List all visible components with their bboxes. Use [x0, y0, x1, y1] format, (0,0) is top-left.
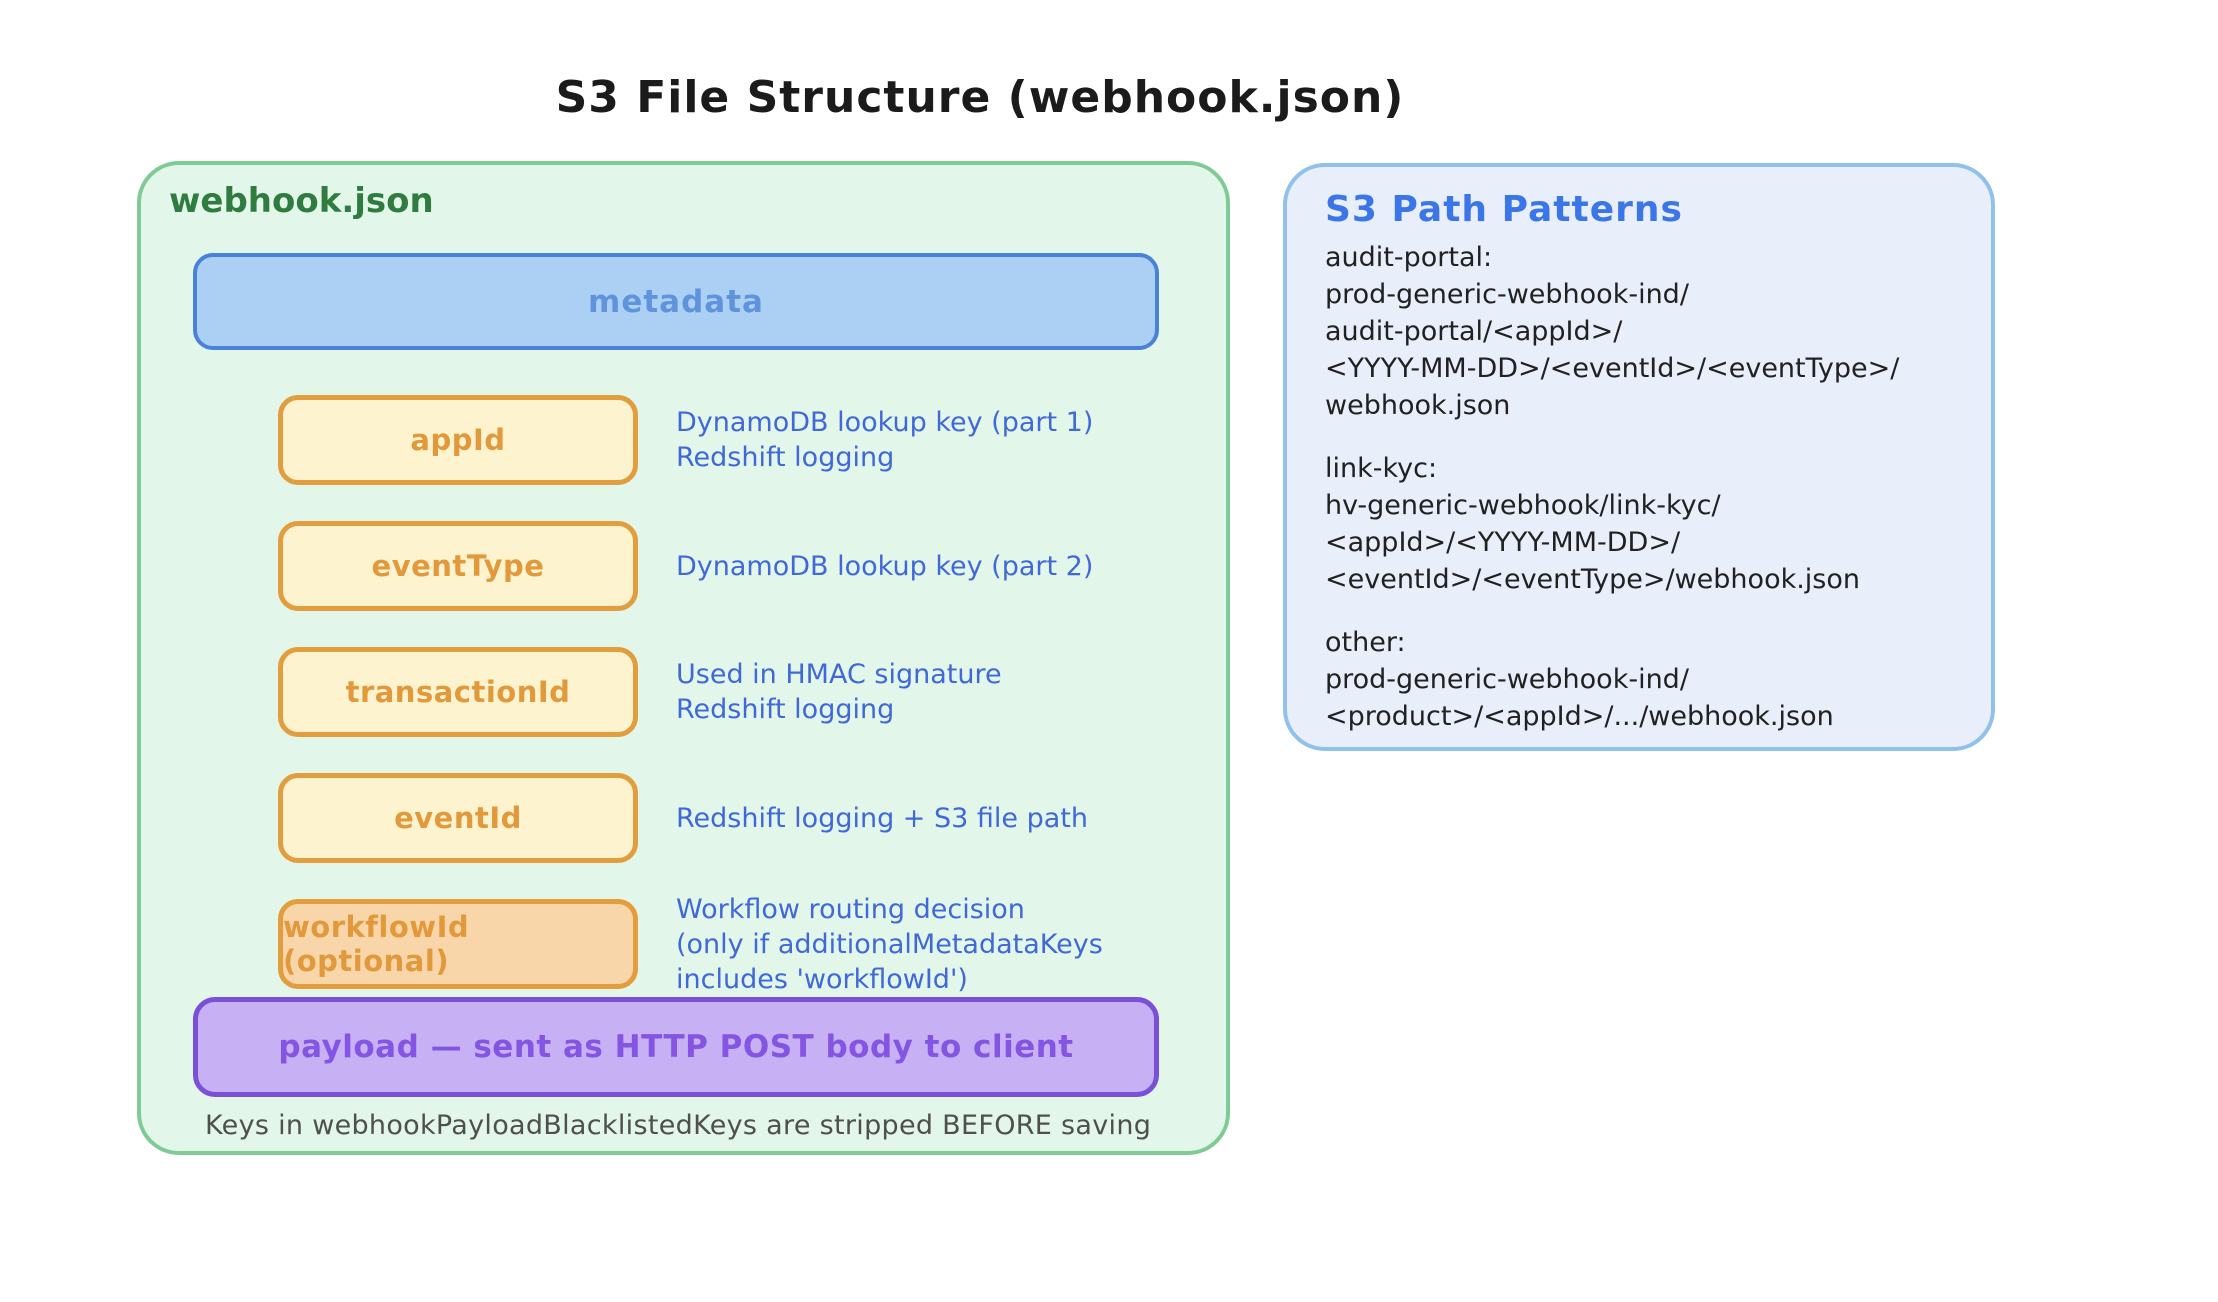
pattern-lines: prod-generic-webhook-ind/ audit-portal/<… [1325, 279, 1900, 421]
field-box-eventid: eventId [278, 773, 638, 863]
field-box-workflowid: workflowId (optional) [278, 899, 638, 989]
field-row-eventtype: eventType DynamoDB lookup key (part 2) [278, 521, 1236, 611]
payload-box: payload — sent as HTTP POST body to clie… [193, 997, 1159, 1097]
payload-label: payload — sent as HTTP POST body to clie… [278, 1029, 1074, 1065]
s3-path-patterns-panel: S3 Path Patterns audit-portal: prod-gene… [1283, 163, 1995, 751]
field-annotation-eventtype: DynamoDB lookup key (part 2) [676, 550, 1094, 582]
s3-path-patterns-body: audit-portal: prod-generic-webhook-ind/ … [1325, 239, 1965, 761]
metadata-box: metadata [193, 253, 1159, 350]
page-title: S3 File Structure (webhook.json) [555, 72, 1405, 123]
field-annotation-workflowid: Workflow routing decision (only if addit… [676, 893, 1103, 995]
s3-path-patterns-title: S3 Path Patterns [1325, 189, 1683, 230]
field-row-appid: appId DynamoDB lookup key (part 1) Redsh… [278, 395, 1236, 485]
field-box-appid: appId [278, 395, 638, 485]
field-box-transactionid: transactionId [278, 647, 638, 737]
pattern-label: audit-portal: [1325, 242, 1493, 273]
metadata-label: metadata [588, 283, 764, 320]
blacklist-footnote: Keys in webhookPayloadBlacklistedKeys ar… [205, 1110, 1152, 1141]
pattern-lines: hv-generic-webhook/link-kyc/ <appId>/<YY… [1325, 490, 1861, 595]
field-annotation-appid: DynamoDB lookup key (part 1) Redshift lo… [676, 407, 1094, 473]
pattern-lines: prod-generic-webhook-ind/ <product>/<app… [1325, 664, 1834, 732]
pattern-other: other: prod-generic-webhook-ind/ <produc… [1325, 624, 1965, 735]
field-row-eventid: eventId Redshift logging + S3 file path [278, 773, 1236, 863]
pattern-label: link-kyc: [1325, 453, 1438, 484]
field-box-eventtype: eventType [278, 521, 638, 611]
field-annotation-transactionid: Used in HMAC signature Redshift logging [676, 659, 1002, 725]
pattern-label: other: [1325, 627, 1406, 658]
webhook-json-label: webhook.json [169, 181, 434, 221]
field-annotation-eventid: Redshift logging + S3 file path [676, 802, 1089, 834]
field-row-workflowid: workflowId (optional) Workflow routing d… [278, 894, 1236, 995]
webhook-json-container: webhook.json metadata appId DynamoDB loo… [137, 161, 1230, 1155]
pattern-audit-portal: audit-portal: prod-generic-webhook-ind/ … [1325, 239, 1965, 424]
field-row-transactionid: transactionId Used in HMAC signature Red… [278, 647, 1236, 737]
pattern-link-kyc: link-kyc: hv-generic-webhook/link-kyc/ <… [1325, 450, 1965, 598]
